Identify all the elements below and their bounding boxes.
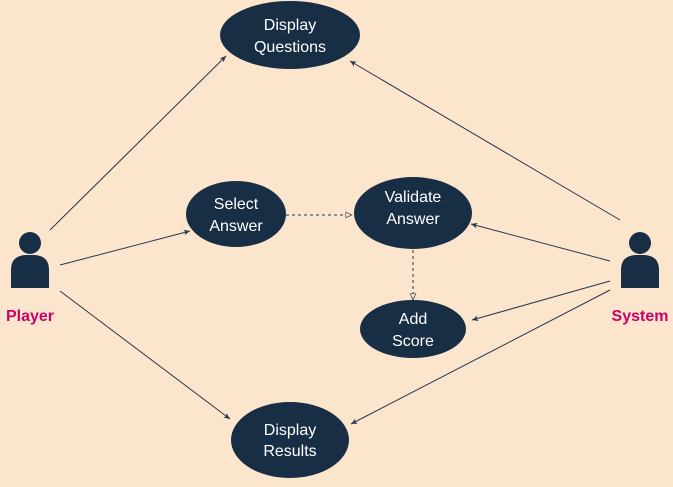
use-case-add-score-line1: Add — [399, 311, 427, 328]
use-case-display-questions-line1: Display — [264, 17, 316, 34]
actor-system[interactable]: System — [612, 232, 669, 325]
person-icon — [11, 232, 49, 288]
edge-player-to-display-results — [59, 290, 231, 420]
use-case-display-questions[interactable]: Display Questions — [220, 1, 360, 69]
use-case-select-answer[interactable]: Select Answer — [186, 181, 286, 247]
edge-system-to-display-questions — [349, 60, 621, 221]
use-case-select-answer-line2: Answer — [209, 218, 263, 235]
use-case-validate-answer-line2: Answer — [386, 211, 440, 228]
edge-player-to-select-answer — [59, 229, 191, 266]
edge-system-to-display-results — [350, 289, 611, 425]
actor-system-label: System — [612, 308, 669, 325]
edge-player-to-display-questions — [49, 55, 227, 231]
actor-player[interactable]: Player — [6, 232, 54, 325]
edge-system-to-validate-answer — [470, 222, 611, 262]
use-case-display-questions-line2: Questions — [254, 39, 326, 56]
use-case-add-score[interactable]: Add Score — [360, 300, 466, 358]
use-case-select-answer-line1: Select — [214, 196, 259, 213]
edge-system-to-add-score — [471, 280, 611, 321]
use-case-display-results[interactable]: Display Results — [231, 402, 349, 478]
use-case-add-score-line2: Score — [392, 333, 434, 350]
association-lines — [49, 55, 621, 425]
use-case-display-results-line1: Display — [264, 422, 316, 439]
actor-player-label: Player — [6, 308, 54, 325]
use-case-validate-answer[interactable]: Validate Answer — [354, 177, 472, 249]
use-case-validate-answer-line1: Validate — [385, 189, 442, 206]
person-icon — [621, 232, 659, 288]
use-case-display-results-line2: Results — [263, 443, 316, 460]
